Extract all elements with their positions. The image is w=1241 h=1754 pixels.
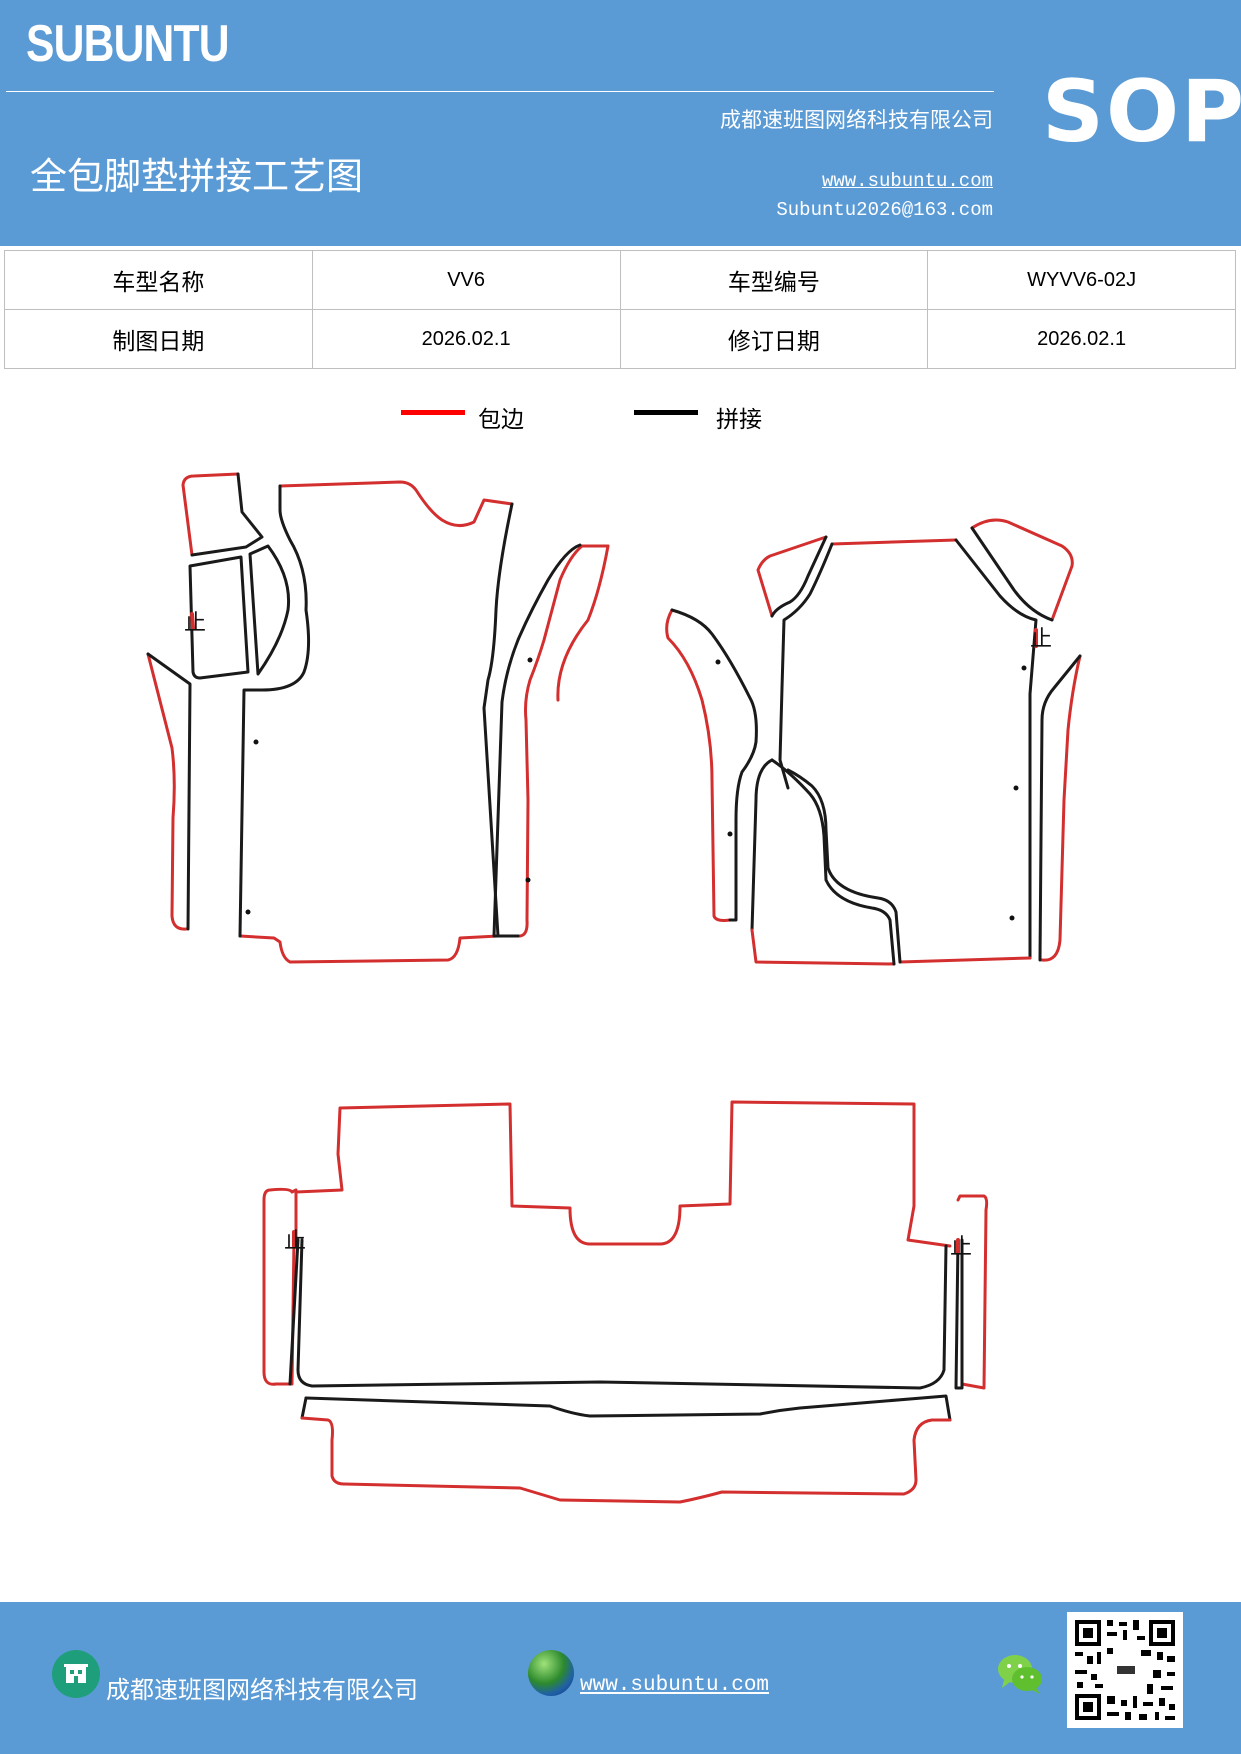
info-table: 车型名称 VV6 车型编号 WYVV6-02J 制图日期 2026.02.1 修… <box>4 250 1236 369</box>
building-icon <box>52 1650 100 1698</box>
model-name-label: 车型名称 <box>4 250 313 310</box>
mat-piece <box>304 1394 952 1422</box>
mat-piece <box>238 934 500 964</box>
mount-dot <box>525 877 531 883</box>
revision-date-value: 2026.02.1 <box>927 309 1236 369</box>
header: SUBUNTU 成都速班图网络科技有限公司 全包脚垫拼接工艺图 www.subu… <box>0 0 1241 246</box>
mat-piece <box>190 472 264 557</box>
footer-website-link[interactable]: www.subuntu.com <box>580 1674 770 1697</box>
stop-mark-label: 止 <box>184 611 206 636</box>
email-text: Subuntu2026@163.com <box>776 199 993 221</box>
mat-piece <box>288 1238 300 1386</box>
mount-dot <box>1021 665 1027 671</box>
legend-label-edge: 包边 <box>478 407 524 433</box>
stop-mark-label: 止 <box>1030 627 1052 652</box>
stop-mark-label: 止 <box>950 1235 972 1260</box>
mat-piece <box>516 544 610 938</box>
draw-date-label: 制图日期 <box>4 309 313 369</box>
mount-dot <box>715 659 721 665</box>
mat-piece <box>970 518 1074 622</box>
mat-piece <box>830 538 958 546</box>
wechat-icon[interactable] <box>996 1652 1044 1696</box>
mat-piece <box>956 1194 989 1390</box>
sop-badge: SOP <box>1042 62 1241 162</box>
mat-piece <box>1038 654 1082 962</box>
model-code-label: 车型编号 <box>619 250 929 310</box>
mount-dot <box>727 831 733 837</box>
model-name-value: VV6 <box>311 250 621 310</box>
mat-piece <box>181 472 240 557</box>
mat-piece <box>770 535 828 618</box>
model-code-value: WYVV6-02J <box>927 250 1236 310</box>
mat-piece <box>786 768 902 964</box>
passenger-side-mats <box>665 518 1082 966</box>
brand-logo: SUBUNTU <box>26 15 230 73</box>
mat-piece <box>492 543 582 938</box>
mount-dot <box>253 739 259 745</box>
legend-swatch-edge <box>401 410 465 415</box>
revision-date-label: 修订日期 <box>619 309 929 369</box>
mount-dot <box>245 909 251 915</box>
mat-piece <box>482 502 514 938</box>
mat-piece <box>1040 654 1082 962</box>
mat-piece <box>954 538 1038 960</box>
mat-piece <box>770 758 896 966</box>
mat-piece <box>750 758 774 932</box>
mat-piece <box>665 608 732 922</box>
table-row: 制图日期 2026.02.1 修订日期 2026.02.1 <box>4 309 1236 369</box>
footer-company: 成都速班图网络科技有限公司 <box>106 1676 418 1704</box>
mat-piece <box>898 956 1032 964</box>
globe-icon <box>528 1650 574 1696</box>
mat-piece <box>300 1416 952 1504</box>
mat-piece <box>750 928 896 966</box>
stop-mark-label: 止 <box>284 1229 306 1254</box>
qr-code <box>1067 1612 1183 1728</box>
rear-mats <box>262 1100 989 1504</box>
legend-label-seam: 拼接 <box>716 407 762 433</box>
table-row: 车型名称 VV6 车型编号 WYVV6-02J <box>4 250 1236 310</box>
mat-piece <box>238 484 311 938</box>
mat-piece <box>670 608 758 922</box>
stop-mark-line <box>190 612 195 630</box>
mat-piece <box>300 1396 308 1420</box>
header-divider <box>6 91 994 92</box>
mount-dot <box>1009 915 1015 921</box>
page-title: 全包脚垫拼接工艺图 <box>30 155 363 198</box>
draw-date-value: 2026.02.1 <box>311 309 621 369</box>
mount-dot <box>1013 785 1019 791</box>
legend-swatch-seam <box>634 410 698 415</box>
floor-mat-diagram: 止 止 止 止 <box>146 472 1082 1504</box>
mat-piece <box>146 652 192 931</box>
mat-piece <box>954 1238 964 1390</box>
mat-piece <box>756 535 828 618</box>
company-name: 成都速班图网络科技有限公司 <box>720 108 993 132</box>
mat-piece <box>278 480 514 527</box>
mat-piece <box>248 544 291 676</box>
mat-piece <box>262 1187 298 1386</box>
mat-piece <box>556 544 610 702</box>
mat-piece <box>294 1100 952 1248</box>
website-link[interactable]: www.subuntu.com <box>821 170 993 192</box>
mat-piece <box>296 1238 948 1390</box>
mat-piece <box>970 526 1054 622</box>
mat-piece <box>188 555 250 680</box>
mat-piece <box>146 652 188 931</box>
mat-piece <box>778 542 834 790</box>
driver-side-mats <box>146 472 610 964</box>
mount-dot <box>527 657 533 663</box>
